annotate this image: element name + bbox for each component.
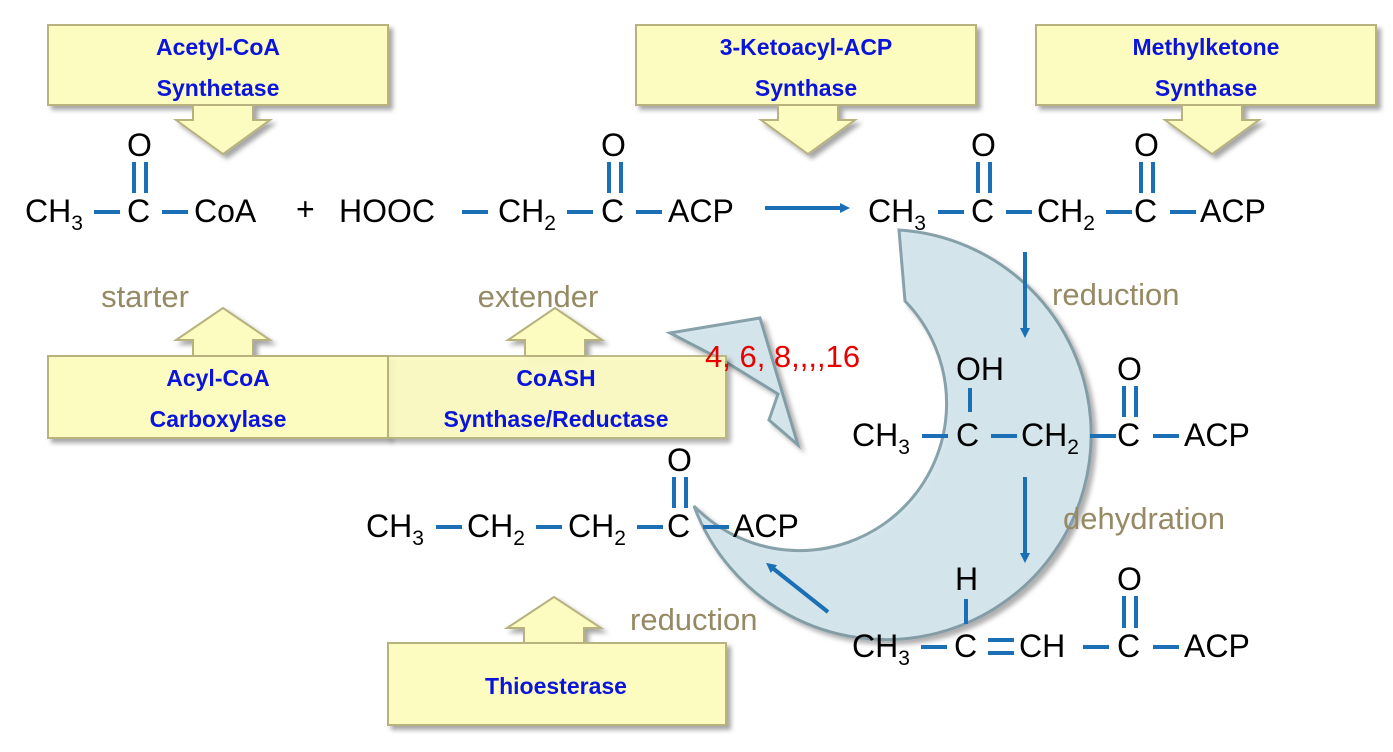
acyl-coa-carboxylase-box (47, 306, 389, 439)
down-arrow-icon (1161, 104, 1263, 156)
atom-c: C (971, 193, 994, 229)
svg-text:CH2: CH2 (467, 508, 525, 550)
svg-text:CH2: CH2 (568, 508, 626, 550)
atom-c: C (1134, 193, 1157, 229)
down-arrow-icon (757, 104, 859, 156)
reduction-label: reduction (630, 602, 758, 637)
atom-acp: ACP (1200, 193, 1266, 229)
extender-label: extender (478, 279, 599, 314)
enzyme-label: Thioesterase (485, 673, 627, 699)
atom-c: C (127, 193, 150, 229)
svg-text:CH3: CH3 (25, 193, 83, 235)
enzyme-label-line2: Carboxylase (150, 406, 287, 432)
atom-ch3: CH (366, 508, 412, 544)
atom-o: O (667, 442, 692, 478)
coash-synthase-reductase-box (387, 306, 727, 439)
atom-ch2: CH (1037, 193, 1083, 229)
reduction-label: reduction (1052, 277, 1180, 312)
atom-c: C (1117, 628, 1140, 664)
methylketone-synthase-box (1035, 24, 1377, 156)
atom-ch3: CH (868, 193, 914, 229)
svg-text:CH2: CH2 (1021, 417, 1079, 459)
enzyme-label-line2: Synthase (1155, 75, 1257, 101)
atom-c: C (601, 193, 624, 229)
svg-text:CH2: CH2 (498, 193, 556, 235)
atom-c: C (1117, 417, 1140, 453)
atom-o: O (1117, 351, 1142, 387)
acetoacetyl-acp-molecule: CH3 C O CH2 C O ACP (868, 127, 1266, 235)
acetyl-coa-molecule: CH3 C O CoA (25, 127, 257, 235)
svg-text:CH3: CH3 (852, 628, 910, 670)
atom-o: O (1117, 561, 1142, 597)
atom-o: O (1134, 127, 1159, 163)
chain-length-label: 4, 6, 8,,,,16 (705, 339, 860, 374)
atom-coa: CoA (194, 193, 257, 229)
atom-ch2: CH (498, 193, 544, 229)
hydroxyacyl-acp-molecule: OH CH3 C CH2 C O ACP (852, 351, 1250, 459)
enzyme-label-line1: Methylketone (1133, 34, 1280, 60)
atom-ch3: CH (852, 417, 898, 453)
atom-o: O (601, 127, 626, 163)
plus-sign: + (296, 191, 315, 227)
atom-ch2: CH (1021, 417, 1067, 453)
ketoacyl-acp-synthase-box (635, 24, 977, 156)
down-arrow-icon (172, 104, 274, 156)
atom-c: C (956, 417, 979, 453)
atom-ch3: CH (25, 193, 71, 229)
butyryl-acp-molecule: CH3 CH2 CH2 C O ACP (366, 442, 799, 550)
dehydration-label: dehydration (1063, 501, 1225, 536)
atom-ch2: CH (568, 508, 614, 544)
up-arrow-icon (172, 306, 274, 357)
atom-acp: ACP (1184, 628, 1250, 664)
atom-oh: OH (956, 351, 1004, 387)
svg-text:CH2: CH2 (1037, 193, 1095, 235)
atom-acp: ACP (668, 193, 734, 229)
malonyl-acp-molecule: HOOC CH2 C O ACP (339, 127, 734, 235)
svg-text:CH3: CH3 (852, 417, 910, 459)
enzyme-label-line2: Synthase (755, 75, 857, 101)
enzyme-label-line1: 3-Ketoacyl-ACP (720, 34, 893, 60)
enzyme-label-line2: Synthase/Reductase (444, 406, 669, 432)
atom-hooc: HOOC (339, 193, 435, 229)
enoyl-acp-molecule: H CH3 C CH C O ACP (852, 561, 1250, 670)
starter-label: starter (101, 279, 189, 314)
atom-h: H (955, 561, 978, 597)
atom-ch3: CH (852, 628, 898, 664)
atom-o: O (127, 127, 152, 163)
atom-c: C (667, 508, 690, 544)
svg-text:CH3: CH3 (366, 508, 424, 550)
acetyl-coa-synthetase-box (47, 24, 389, 156)
svg-text:CH3: CH3 (868, 193, 926, 235)
enzyme-label-line1: Acyl-CoA (166, 365, 270, 391)
enzyme-label-line2: Synthetase (157, 75, 280, 101)
up-arrow-icon (504, 306, 606, 357)
atom-c: C (954, 628, 977, 664)
atom-ch: CH (1019, 628, 1065, 664)
enzyme-label-line1: Acetyl-CoA (156, 34, 280, 60)
thioesterase-box (387, 595, 727, 726)
atom-ch2: CH (467, 508, 513, 544)
atom-acp: ACP (1184, 417, 1250, 453)
reduction-arrow-icon (766, 562, 830, 614)
enzyme-label-line1: CoASH (516, 365, 595, 391)
atom-o: O (971, 127, 996, 163)
atom-acp: ACP (733, 508, 799, 544)
up-arrow-icon (503, 595, 605, 644)
